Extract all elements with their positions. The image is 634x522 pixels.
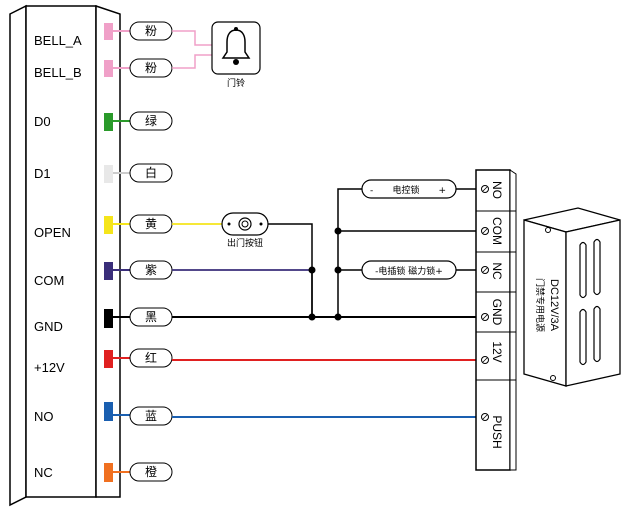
wire-color-gnd: 黑 (145, 310, 157, 324)
terminal-block-slot-12v: 12V (481, 341, 504, 364)
terminal-block: NO COM NC GND 12V PUSH (475, 169, 517, 471)
terminal-row-open: OPEN 黄 (34, 214, 222, 240)
wire-swatch-d0 (104, 113, 113, 131)
terminal-block-slot-gnd: GND (481, 299, 504, 326)
power-supply: DC12V/3A 门禁专用电源 (523, 207, 621, 387)
terminal-block-label-no: NO (490, 181, 504, 199)
wire-tag-d0 (129, 111, 173, 131)
terminal-row-bell-a: BELL_A 粉 (34, 21, 212, 48)
terminal-row-d0: D0 绿 (34, 111, 173, 131)
terminal-row-nc: NC 橙 (34, 462, 173, 482)
junction-wiring (308, 188, 476, 321)
magnetic-lock-label: -电插锁 磁力锁+ (375, 265, 443, 277)
terminal-label-nc: NC (34, 465, 53, 480)
wire-color-no: 蓝 (145, 409, 157, 423)
terminal-label-bell-b: BELL_B (34, 65, 82, 80)
terminal-row-d1: D1 白 (34, 163, 173, 183)
wire-tag-d1 (129, 163, 173, 183)
wire-swatch-no (104, 402, 113, 421)
terminal-label-d0: D0 (34, 114, 51, 129)
terminal-label-gnd: GND (34, 319, 63, 334)
wire-tag-nc (129, 462, 173, 482)
terminal-block-slot-com: COM (481, 217, 504, 245)
terminal-label-bell-a: BELL_A (34, 33, 82, 48)
terminal-block-body (475, 169, 511, 471)
exit-button-icon (227, 217, 263, 231)
wire-color-d0: 绿 (145, 113, 157, 128)
terminal-block-label-com: COM (490, 217, 504, 245)
power-supply-rating: DC12V/3A (548, 279, 560, 332)
terminal-row-plus-12v: +12V 红 (34, 348, 476, 375)
wire-swatch-d1 (104, 165, 113, 183)
bell-label: 门铃 (227, 77, 245, 89)
terminal-block-slot-push: PUSH (481, 413, 504, 449)
terminal-label-d1: D1 (34, 166, 51, 181)
door-bell: 门铃 (211, 21, 261, 89)
terminal-row-no: NO 蓝 (34, 402, 476, 426)
wire-color-com: 紫 (145, 263, 157, 277)
terminal-block-label-12v: 12V (490, 341, 504, 362)
exit-button: 出门按钮 (221, 212, 313, 317)
exit-button-label: 出门按钮 (227, 237, 263, 249)
wire-color-plus-12v: 红 (145, 350, 157, 365)
power-supply-side (565, 219, 621, 387)
wire-swatch-bell-a (104, 23, 113, 40)
terminal-label-open: OPEN (34, 225, 71, 240)
magnetic-lock: -电插锁 磁力锁+ (361, 260, 457, 280)
wire-swatch-nc (104, 463, 113, 482)
wire-swatch-com (104, 262, 113, 280)
wire-color-d1: 白 (145, 165, 157, 180)
wire-color-open: 黄 (145, 217, 157, 231)
electric-control-lock-plus: + (438, 186, 446, 196)
wire-color-nc: 橙 (145, 464, 157, 479)
terminal-row-com: COM 紫 (34, 260, 312, 288)
terminal-label-com: COM (34, 273, 64, 288)
wire-swatch-open (104, 216, 113, 234)
terminal-block-slot-nc: NC (481, 262, 504, 280)
wire-swatch-bell-b (104, 60, 113, 77)
terminal-row-bell-b: BELL_B 粉 (34, 54, 212, 80)
terminal-block-label-gnd: GND (490, 299, 504, 326)
wire-swatch-plus-12v (104, 350, 113, 368)
electric-control-lock-body (361, 179, 457, 199)
electric-control-lock-minus: - (370, 186, 373, 196)
terminal-label-plus-12v: +12V (34, 360, 65, 375)
terminal-block-slot-no: NO (481, 181, 504, 199)
power-supply-name: 门禁专用电源 (534, 278, 546, 332)
controller-box (9, 4, 121, 507)
terminal-block-label-nc: NC (490, 262, 504, 280)
wire-color-bell-a: 粉 (145, 24, 157, 38)
magnetic-lock-body (361, 260, 457, 280)
wire-tag-plus-12v (129, 348, 173, 368)
electric-control-lock: - 电控锁 + (361, 179, 457, 199)
terminal-block-label-push: PUSH (490, 415, 504, 448)
bell-icon (221, 27, 251, 65)
terminal-label-no: NO (34, 409, 54, 424)
terminal-row-gnd: GND 黑 (34, 307, 476, 334)
power-supply-vents (579, 238, 601, 366)
wire-color-bell-b: 粉 (145, 61, 157, 75)
electric-control-lock-label: 电控锁 (392, 184, 419, 196)
wire-swatch-gnd (104, 309, 113, 328)
